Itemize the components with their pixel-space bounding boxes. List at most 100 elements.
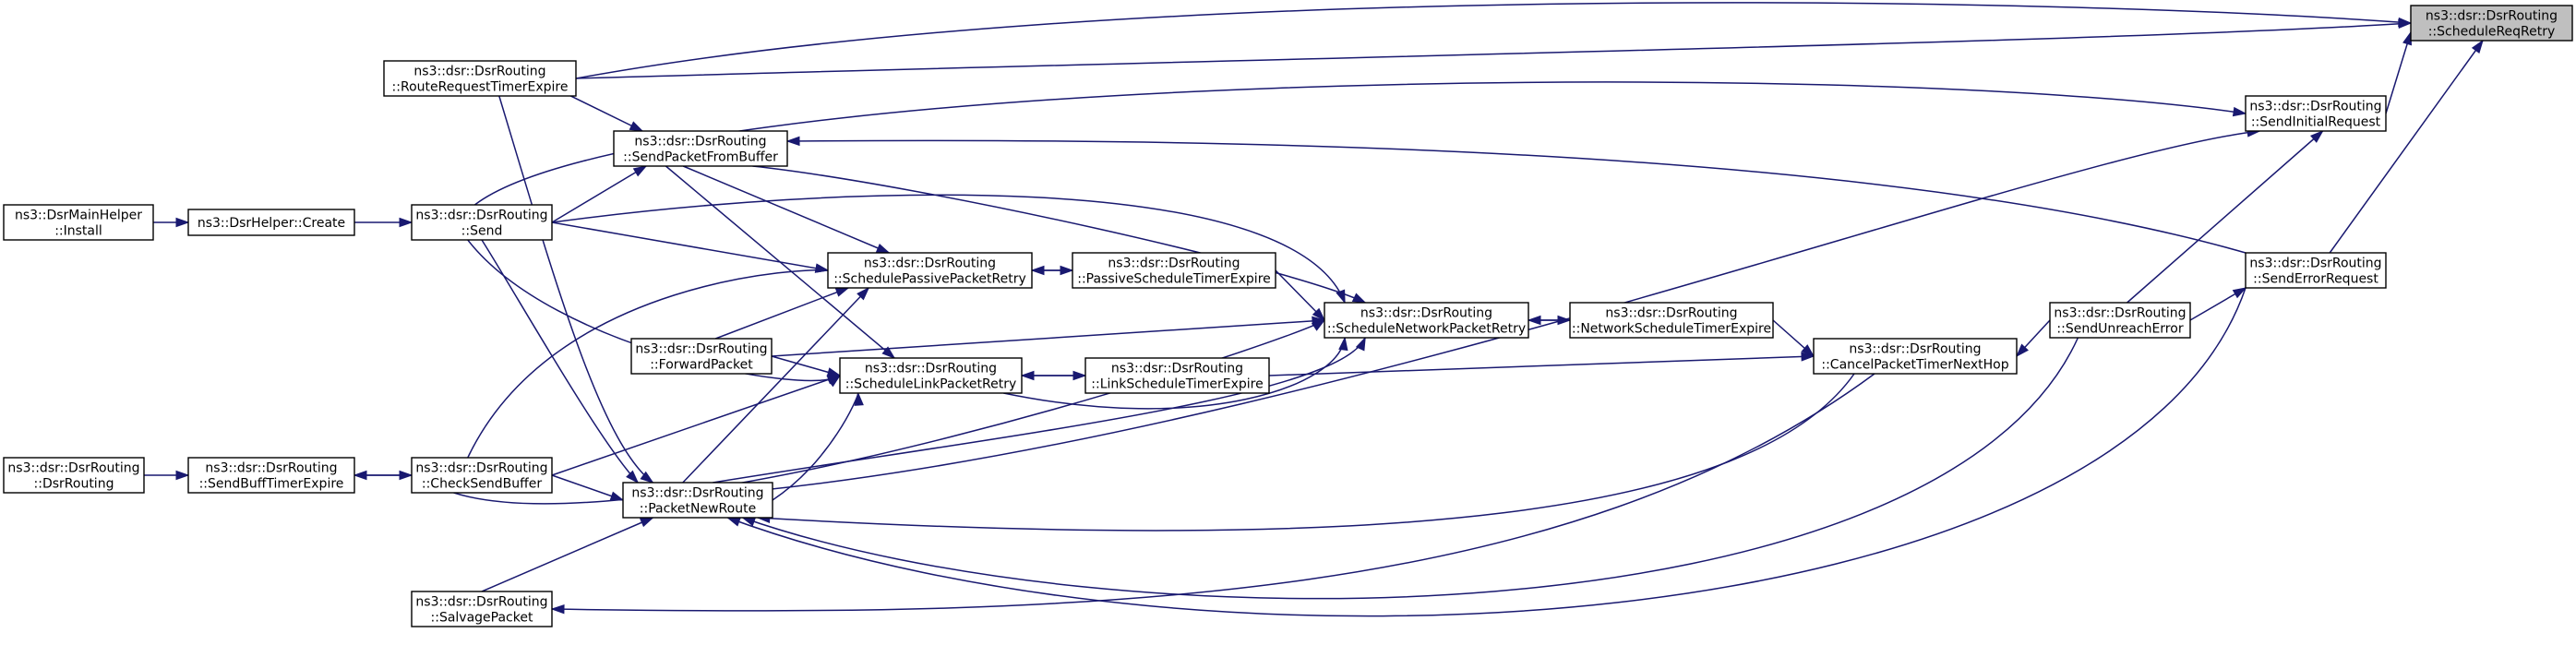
call-edge [682,165,891,254]
node-label-line: ns3::dsr::DsrRouting [631,486,763,501]
arrowhead [1072,370,1087,381]
node-routeReqTimerExp[interactable]: ns3::dsr::DsrRouting::RouteRequestTimerE… [383,60,577,97]
node-sendPacketFromBuffer[interactable]: ns3::dsr::DsrRouting::SendPacketFromBuff… [613,130,788,167]
arrowhead [814,263,830,273]
arrowhead [629,121,644,132]
call-edge [551,165,648,223]
node-sendInitialRequest[interactable]: ns3::dsr::DsrRouting::SendInitialRequest [2245,95,2387,132]
arrowhead [2232,287,2247,299]
node-box [187,457,355,494]
node-networkTimerExp[interactable]: ns3::dsr::DsrRouting::NetworkScheduleTim… [1569,302,1774,339]
node-dsrRoutingCtor[interactable]: ns3::dsr::DsrRouting::DsrRouting [3,457,145,494]
call-edge [575,18,2413,79]
call-edge [153,217,190,228]
node-label-line: ns3::dsr::DsrRouting [2249,100,2381,114]
node-label-line: ::SendUnreachError [2056,322,2183,337]
node-schedReqRetry[interactable]: ns3::dsr::DsrRouting::ScheduleReqRetry [2410,5,2573,42]
node-label-line: ::LinkScheduleTimerExpire [1091,377,1263,392]
arrowhead [1351,293,1367,304]
arrowhead [1060,265,1074,276]
arrowhead [399,217,413,228]
arrowhead [1311,319,1326,331]
node-box [622,482,773,519]
node-label-line: ns3::dsr::DsrRouting [635,342,767,357]
node-box [411,204,553,241]
call-edge [2385,30,2413,114]
arrowhead [399,470,413,481]
call-edge [2189,287,2247,321]
node-label-line: ns3::dsr::DsrRouting [865,362,997,376]
node-box [411,591,553,627]
node-packetNewRoute[interactable]: ns3::dsr::DsrRouting::PacketNewRoute [622,482,773,519]
arrowhead [175,217,190,228]
arrowhead [2398,18,2413,30]
call-edge [1528,315,1572,326]
node-box [2245,252,2387,289]
node-schedPassive[interactable]: ns3::dsr::DsrRouting::SchedulePassivePac… [827,252,1033,289]
call-edge [551,375,842,476]
node-schedNetwork[interactable]: ns3::dsr::DsrRouting::ScheduleNetworkPac… [1324,302,1529,339]
node-box [827,252,1033,289]
node-sendErrorRequest[interactable]: ns3::dsr::DsrRouting::SendErrorRequest [2245,252,2387,289]
node-box [411,457,553,494]
node-sendBuffTimerExp[interactable]: ns3::dsr::DsrRouting::SendBuffTimerExpir… [187,457,355,494]
arrowhead [2015,343,2029,358]
node-label-line: ns3::dsr::DsrRouting [1360,306,1492,321]
node-label-line: ::SendPacketFromBuffer [623,150,778,165]
node-label-line: ::SendErrorRequest [2253,272,2378,287]
node-box [2245,95,2387,132]
call-edge [752,165,1367,304]
call-edge [2015,319,2051,358]
arrowhead [2232,106,2247,117]
node-label-line: ::PacketNewRoute [640,502,756,517]
arrowhead [2471,39,2484,54]
node-send[interactable]: ns3::dsr::DsrRouting::Send [411,204,553,241]
node-helperCreate[interactable]: ns3::DsrHelper::Create [187,209,355,236]
node-passiveTimerExp[interactable]: ns3::dsr::DsrRouting::PassiveScheduleTim… [1072,252,1276,289]
node-label-line: ::Send [461,224,503,239]
node-box [613,130,788,167]
arrowhead [881,346,896,359]
call-edge [144,470,190,481]
call-edge [1032,265,1074,276]
node-box [630,338,773,375]
node-label-line: ns3::DsrMainHelper [15,209,142,223]
call-edge [550,373,1875,615]
node-box [383,60,577,97]
arrowhead [1801,352,1815,362]
call-edge [551,474,625,501]
node-salvagePacket[interactable]: ns3::dsr::DsrRouting::SalvagePacket [411,591,553,627]
call-edge [551,194,1346,305]
node-cancelTimerNextHop[interactable]: ns3::dsr::DsrRouting::CancelPacketTimerN… [1813,338,2018,375]
node-schedLink[interactable]: ns3::dsr::DsrRouting::ScheduleLinkPacket… [839,357,1023,394]
node-linkTimerExp[interactable]: ns3::dsr::DsrRouting::LinkScheduleTimerE… [1084,357,1270,394]
node-mainHelperInstall[interactable]: ns3::DsrMainHelper::Install [3,204,154,241]
call-edge [2329,39,2484,254]
node-box [1072,252,1276,289]
arrowhead [1557,315,1572,326]
node-box [839,357,1023,394]
call-edge [498,95,654,484]
node-box [1324,302,1529,339]
node-box [3,457,145,494]
call-edge [354,217,413,228]
arrowhead [826,375,842,385]
arrowhead [550,604,565,615]
node-forwardPacket[interactable]: ns3::dsr::DsrRouting::ForwardPacket [630,338,773,375]
arrowhead [1312,307,1326,322]
arrowhead [725,517,741,527]
arrowhead [609,491,625,501]
call-edge [575,2,2413,79]
call-edge [1268,352,1815,376]
arrowhead [1336,289,1346,305]
node-checkSendBuffer[interactable]: ns3::dsr::DsrRouting::CheckSendBuffer [411,457,553,494]
node-sendUnreachError[interactable]: ns3::dsr::DsrRouting::SendUnreachError [2049,302,2191,339]
node-label-line: ns3::dsr::DsrRouting [634,135,766,149]
arrowhead [857,286,870,301]
call-edge [2127,129,2324,304]
arrowhead [826,367,842,377]
call-edge [354,470,413,481]
node-box [1569,302,1774,339]
call-edge [756,373,1855,532]
node-label-line: ::SalvagePacket [431,611,533,626]
